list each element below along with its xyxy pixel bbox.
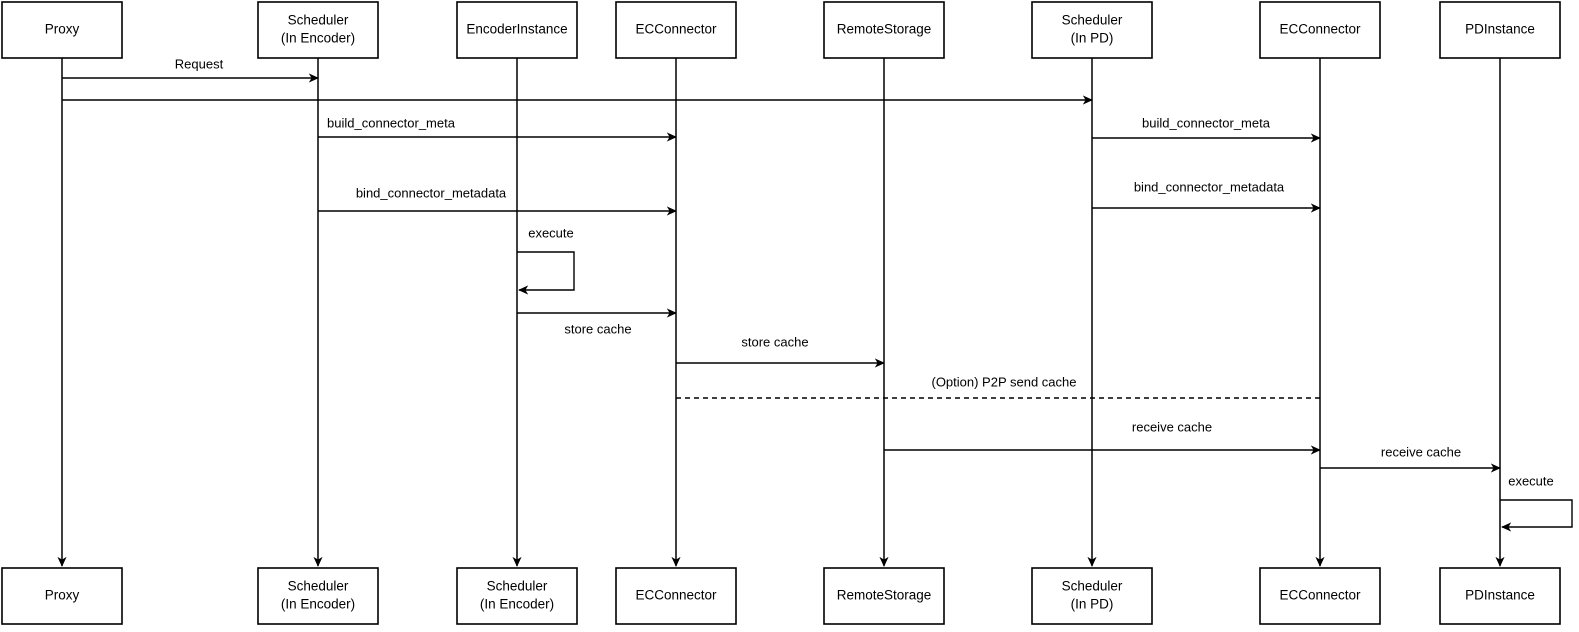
self-message-label: execute bbox=[1508, 473, 1554, 488]
top-participant-box-scheduler-encoder[interactable]: Scheduler (In Encoder) bbox=[257, 1, 379, 59]
message-m8[interactable]: store cache bbox=[676, 334, 885, 368]
self-message-label: execute bbox=[528, 225, 574, 240]
bottom-participant-box-scheduler-encoder[interactable]: Scheduler (In Encoder) bbox=[257, 567, 379, 625]
message-label: bind_connector_metadata bbox=[356, 185, 507, 200]
message-label: receive cache bbox=[1132, 419, 1212, 434]
bottom-participant-label: ECConnector bbox=[1279, 588, 1361, 603]
bottom-participant-box-ec-connector-pd[interactable]: ECConnector bbox=[1259, 567, 1381, 625]
bottom-participant-label: Proxy bbox=[45, 588, 80, 603]
message-label: build_connector_meta bbox=[327, 115, 456, 130]
message-m7[interactable]: store cache bbox=[517, 308, 677, 336]
message-m1[interactable]: Request bbox=[62, 56, 319, 83]
self-message-loop bbox=[517, 251, 575, 295]
bottom-participant-box-remote-storage[interactable]: RemoteStorage bbox=[823, 567, 945, 625]
bottom-participant-sublabel: (In PD) bbox=[1071, 597, 1114, 612]
bottom-participant-label: Scheduler bbox=[487, 579, 548, 594]
message-m4[interactable]: build_connector_meta bbox=[1092, 115, 1321, 143]
message-m3[interactable]: build_connector_meta bbox=[318, 115, 677, 142]
bottom-participant-label: RemoteStorage bbox=[837, 588, 932, 603]
top-participant-box-scheduler-pd[interactable]: Scheduler (In PD) bbox=[1031, 1, 1153, 59]
top-participant-label: EncoderInstance bbox=[466, 22, 567, 37]
message-label: Request bbox=[175, 56, 224, 71]
top-participant-box-remote-storage[interactable]: RemoteStorage bbox=[823, 1, 945, 59]
top-participant-label: ECConnector bbox=[1279, 22, 1361, 37]
self-message-s1[interactable]: execute bbox=[517, 225, 575, 295]
message-m9[interactable]: (Option) P2P send cache bbox=[676, 374, 1320, 399]
bottom-participant-sublabel: (In Encoder) bbox=[281, 597, 355, 612]
message-label: store cache bbox=[564, 321, 631, 336]
self-message-loop bbox=[1500, 499, 1573, 532]
self-messages-layer: execute execute bbox=[517, 225, 1573, 532]
top-participant-box-pd-instance[interactable]: PDInstance bbox=[1439, 1, 1561, 59]
message-label: receive cache bbox=[1381, 444, 1461, 459]
self-message-s2[interactable]: execute bbox=[1500, 473, 1573, 532]
top-participant-sublabel: (In PD) bbox=[1071, 31, 1114, 46]
bottom-participant-box-ec-connector-enc[interactable]: ECConnector bbox=[615, 567, 737, 625]
top-participant-box-encoder-instance[interactable]: EncoderInstance bbox=[456, 1, 578, 59]
bottom-participant-label: Scheduler bbox=[1062, 579, 1123, 594]
message-m6[interactable]: bind_connector_metadata bbox=[1092, 179, 1321, 213]
bottom-participant-box-proxy[interactable]: Proxy bbox=[1, 567, 123, 625]
top-participant-label: PDInstance bbox=[1465, 22, 1535, 37]
bottom-participant-label: PDInstance bbox=[1465, 588, 1535, 603]
bottom-participant-label: Scheduler bbox=[288, 579, 349, 594]
top-participant-box-ec-connector-pd[interactable]: ECConnector bbox=[1259, 1, 1381, 59]
bottom-participant-sublabel: (In Encoder) bbox=[480, 597, 554, 612]
lifelines-layer bbox=[57, 58, 1505, 567]
top-participant-label: ECConnector bbox=[635, 22, 717, 37]
top-participant-label: RemoteStorage bbox=[837, 22, 932, 37]
top-participant-label: Scheduler bbox=[288, 13, 349, 28]
message-label: store cache bbox=[741, 334, 808, 349]
bottom-participant-box-encoder-instance[interactable]: Scheduler (In Encoder) bbox=[456, 567, 578, 625]
message-m11[interactable]: receive cache bbox=[1320, 444, 1501, 473]
top-participant-label: Scheduler bbox=[1062, 13, 1123, 28]
top-participant-boxes: Proxy Scheduler (In Encoder) EncoderInstanc… bbox=[1, 1, 1561, 59]
message-m5[interactable]: bind_connector_metadata bbox=[318, 185, 677, 216]
top-participant-label: Proxy bbox=[45, 22, 80, 37]
top-participant-box-proxy[interactable]: Proxy bbox=[1, 1, 123, 59]
messages-layer: Request build_connector_meta build_connect… bbox=[62, 56, 1501, 473]
message-m10[interactable]: receive cache bbox=[884, 419, 1321, 455]
top-participant-sublabel: (In Encoder) bbox=[281, 31, 355, 46]
bottom-participant-box-pd-instance[interactable]: PDInstance bbox=[1439, 567, 1561, 625]
bottom-participant-boxes: Proxy Scheduler (In Encoder) Scheduler (In E… bbox=[1, 567, 1561, 625]
bottom-participant-label: ECConnector bbox=[635, 588, 717, 603]
bottom-participant-box-scheduler-pd[interactable]: Scheduler (In PD) bbox=[1031, 567, 1153, 625]
message-label: build_connector_meta bbox=[1142, 115, 1271, 130]
message-label: bind_connector_metadata bbox=[1134, 179, 1285, 194]
top-participant-box-ec-connector-enc[interactable]: ECConnector bbox=[615, 1, 737, 59]
message-label: (Option) P2P send cache bbox=[931, 374, 1076, 389]
